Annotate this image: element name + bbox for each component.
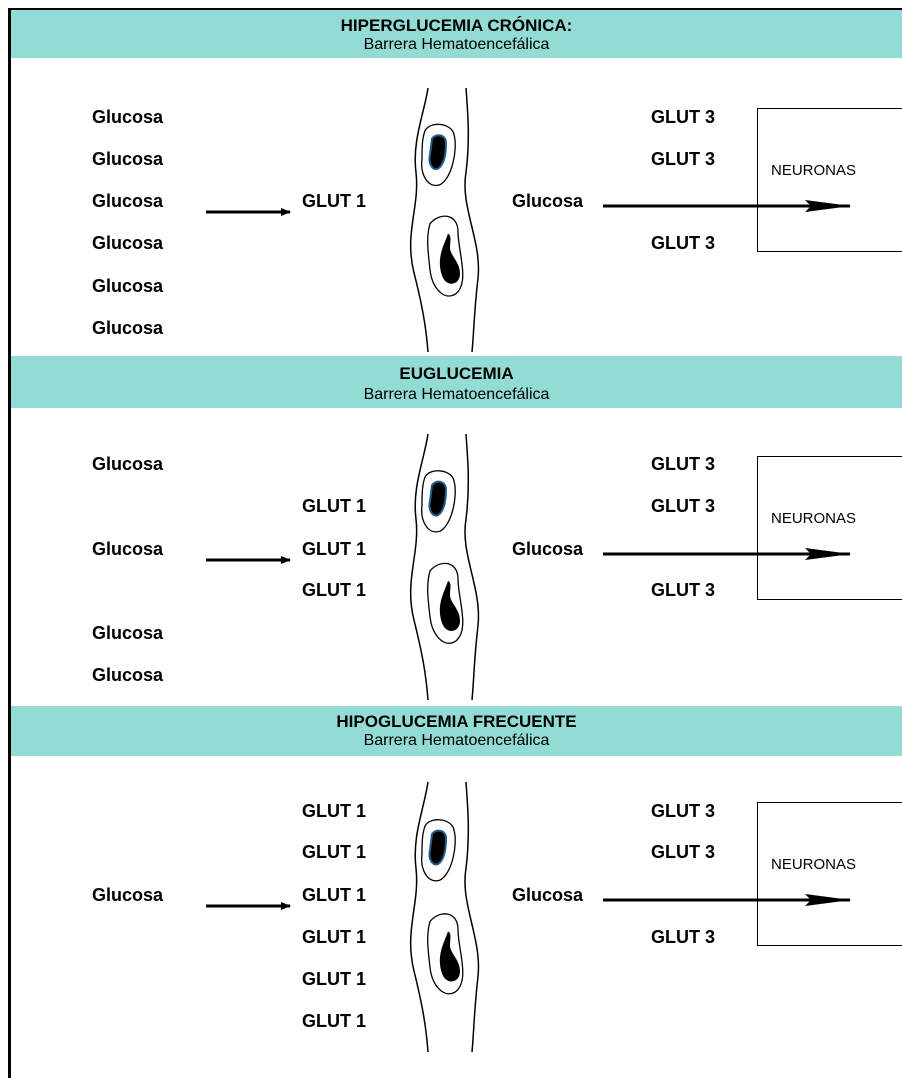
cell-nucleus: [440, 931, 460, 981]
cell-nucleus: [440, 234, 460, 284]
cell-nucleus: [440, 581, 460, 631]
vessel-wall-right: [465, 88, 479, 352]
cell-nucleus: [429, 831, 446, 865]
vessel-wall-left: [411, 434, 428, 700]
vessel-wall-left: [411, 782, 428, 1052]
vessel-wall-right: [465, 782, 479, 1052]
cell-nucleus: [429, 135, 446, 169]
vessel-wall-right: [465, 434, 479, 700]
vessel-wall-left: [411, 88, 428, 352]
cell-nucleus: [429, 482, 446, 516]
